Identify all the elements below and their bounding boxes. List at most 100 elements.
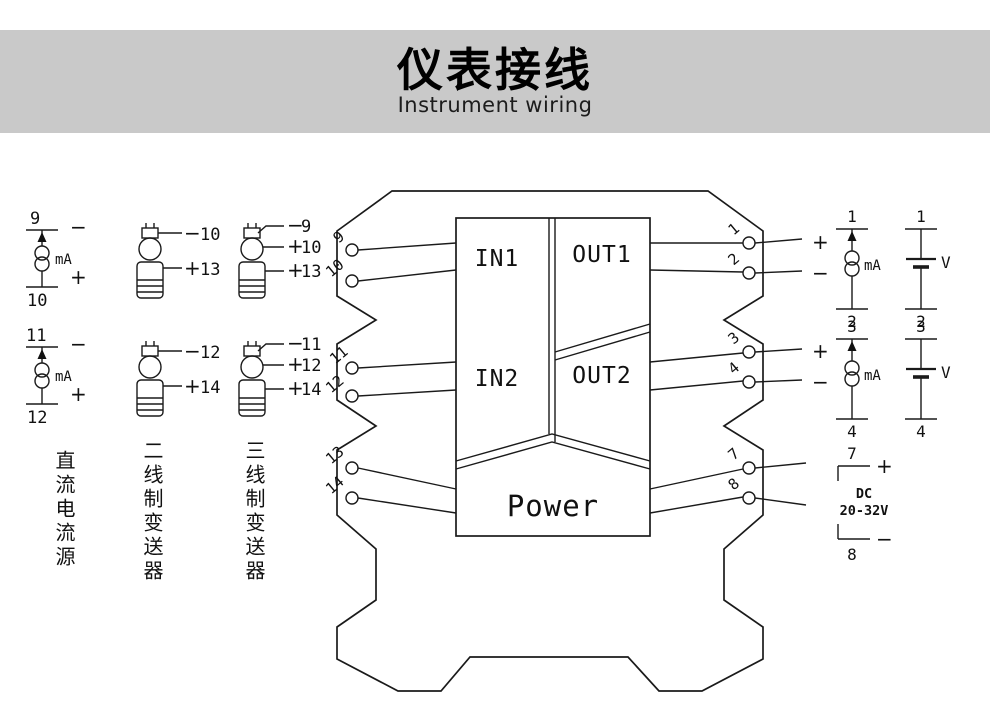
page-title: 仪表接线	[397, 43, 593, 98]
label-three-wire-transmitter: 三线制变送器	[242, 440, 266, 584]
source-circle	[34, 362, 50, 378]
plus-sign: +	[70, 265, 87, 289]
wire	[357, 467, 457, 490]
minus-sign: −	[184, 221, 201, 245]
minus-sign: −	[70, 215, 87, 239]
plus-sign: +	[287, 258, 304, 282]
terminal-1	[742, 236, 756, 250]
plus-sign: +	[287, 352, 304, 376]
ma-load-ch1: 1 mA 2	[836, 207, 881, 331]
terminal-ref: 3	[847, 317, 857, 336]
wire	[754, 238, 803, 244]
minus-sign: −	[184, 339, 201, 363]
current-arrow-icon	[37, 232, 47, 242]
plus-sign: +	[876, 454, 893, 478]
minus-sign: −	[876, 527, 893, 551]
unit-label: V	[941, 253, 951, 272]
terminal-ref: 1	[916, 207, 926, 226]
two-wire-transmitter-2: − 12 + 14	[136, 339, 220, 417]
block-label-out1: OUT1	[572, 242, 631, 268]
terminal-label-8: 8	[725, 474, 743, 494]
wire	[357, 242, 457, 251]
input-wires	[357, 242, 457, 514]
ch1-plus-sign: +	[812, 230, 829, 254]
module-terminals-right: 1 2 3 4 7 8	[725, 219, 756, 505]
transmitter-head	[243, 227, 261, 239]
supply-label: DC	[856, 486, 872, 502]
terminal-4	[742, 375, 756, 389]
block-label-in2: IN2	[475, 366, 520, 392]
terminal-7	[742, 461, 756, 475]
module-outline	[336, 190, 764, 692]
terminal-label-2: 2	[725, 249, 743, 269]
terminal-ref: 3	[916, 317, 926, 336]
current-arrow-icon	[847, 231, 857, 241]
minus-sign: −	[70, 332, 87, 356]
module-core	[455, 217, 651, 537]
wire	[754, 379, 803, 383]
terminal-9	[345, 243, 359, 257]
label-dc-current-source: 直流电流源	[52, 450, 76, 570]
terminal-ref: 11	[301, 335, 321, 355]
wire	[649, 352, 744, 363]
terminal-label-3: 3	[725, 328, 743, 348]
transmitter-head	[141, 227, 159, 239]
plus-sign: +	[287, 234, 304, 258]
three-wire-transmitter-1: − 9 + 10 + 13	[238, 213, 321, 299]
wire	[649, 468, 744, 490]
unit-label: V	[941, 363, 951, 382]
current-arrow-icon	[37, 349, 47, 359]
block-label-power: Power	[507, 489, 599, 523]
terminal-ref: 12	[301, 356, 321, 376]
dc-power-supply: 7 + DC 20-32V − 8	[837, 444, 893, 564]
source-circle	[844, 360, 860, 376]
ch2-minus-sign: −	[812, 370, 829, 394]
terminal-label-10: 10	[322, 255, 347, 280]
v-load-ch1: 1 V 2	[905, 207, 951, 331]
unit-label: mA	[864, 258, 881, 274]
terminal-ref: 4	[916, 422, 926, 441]
dc-current-source-2: 11 mA 12 − +	[26, 326, 87, 428]
terminal-ref: 2	[847, 312, 857, 331]
plus-sign: +	[184, 256, 201, 280]
header-band: 仪表接线 Instrument wiring	[0, 30, 990, 133]
source-circle	[34, 256, 50, 272]
terminal-ref: 8	[847, 545, 857, 564]
terminal-8	[742, 491, 756, 505]
transmitter-dial	[138, 355, 162, 379]
terminal-ref: 10	[200, 225, 220, 245]
wire	[357, 389, 457, 397]
divider-power	[455, 433, 651, 462]
terminal-ref: 2	[916, 312, 926, 331]
terminal-ref: 1	[847, 207, 857, 226]
terminal-ref: 10	[27, 291, 47, 311]
isolator-module: IN1 OUT1 IN2 OUT2 Power	[336, 190, 764, 692]
terminal-label-12: 12	[322, 371, 347, 396]
output-wires	[649, 238, 807, 514]
page-subtitle: Instrument wiring	[397, 92, 593, 117]
minus-sign: −	[287, 213, 304, 237]
source-circle	[844, 261, 860, 277]
terminal-ref: 10	[301, 238, 321, 258]
terminal-2	[742, 266, 756, 280]
unit-label: mA	[55, 252, 72, 268]
terminal-14	[345, 491, 359, 505]
transmitter-dial	[240, 355, 264, 379]
divider-out1-out2	[554, 331, 651, 361]
terminal-ref: 12	[200, 343, 220, 363]
plus-sign: +	[287, 376, 304, 400]
wire	[649, 380, 744, 391]
terminal-12	[345, 389, 359, 403]
wire	[257, 225, 284, 234]
unit-label: mA	[864, 368, 881, 384]
wire	[754, 270, 803, 274]
terminal-11	[345, 361, 359, 375]
transmitter-dial	[240, 237, 264, 261]
wire	[357, 497, 457, 514]
current-arrow-icon	[847, 341, 857, 351]
unit-label: mA	[55, 369, 72, 385]
terminal-label-7: 7	[725, 444, 743, 464]
isolation-dividers	[455, 218, 651, 470]
divider-power	[455, 441, 651, 470]
